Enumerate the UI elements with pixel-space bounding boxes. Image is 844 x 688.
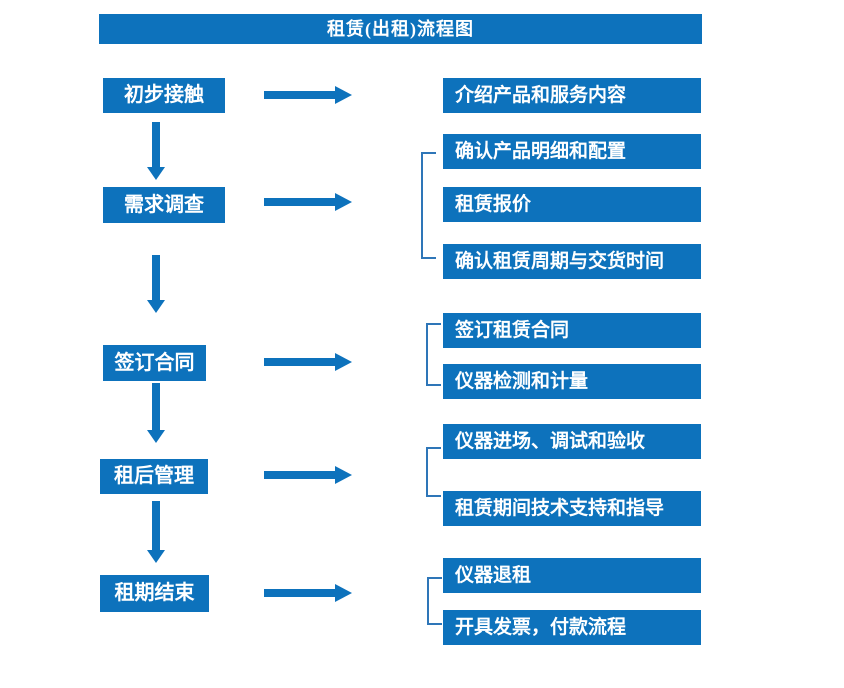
arrow-head-icon [147,550,165,563]
bracket-stage-3-details [426,323,441,386]
detail-box-introduce-products: 介绍产品和服务内容 [443,78,701,113]
detail-box-confirm-period-delivery: 确认租赁周期与交货时间 [443,244,701,279]
arrow-head-icon [147,167,165,180]
detail-box-instrument-setup-acceptance: 仪器进场、调试和验收 [443,424,701,459]
down-arrow-3 [147,383,165,443]
detail-box-sign-rental-contract: 签订租赁合同 [443,313,701,348]
detail-box-invoice-payment: 开具发票，付款流程 [443,610,701,645]
arrow-head-icon [335,353,352,371]
stage-box-rental-end: 租期结束 [100,575,209,612]
arrow-head-icon [335,193,352,211]
right-arrow-3 [264,353,352,371]
arrow-shaft [264,91,335,99]
detail-box-instrument-return: 仪器退租 [443,558,701,593]
arrow-shaft [152,255,160,300]
bracket-stage-4-details [426,447,441,497]
flowchart-title: 租赁(出租)流程图 [99,14,702,44]
arrow-shaft [152,383,160,430]
detail-box-instrument-testing: 仪器检测和计量 [443,364,701,399]
arrow-head-icon [335,466,352,484]
down-arrow-4 [147,501,165,563]
right-arrow-5 [264,584,352,602]
arrow-shaft [264,198,335,206]
detail-box-confirm-product-config: 确认产品明细和配置 [443,134,701,169]
right-arrow-2 [264,193,352,211]
stage-box-initial-contact: 初步接触 [103,78,225,113]
arrow-head-icon [147,430,165,443]
stage-box-demand-survey: 需求调查 [103,187,225,223]
arrow-shaft [264,358,335,366]
arrow-shaft [264,589,335,597]
right-arrow-1 [264,86,352,104]
arrow-head-icon [147,300,165,313]
detail-box-rental-quote: 租赁报价 [443,187,701,222]
arrow-head-icon [335,86,352,104]
arrow-shaft [152,122,160,167]
bracket-stage-2-details [421,152,436,259]
stage-box-post-rental-management: 租后管理 [100,459,208,494]
detail-box-tech-support: 租赁期间技术支持和指导 [443,491,701,526]
down-arrow-1 [147,122,165,180]
arrow-head-icon [335,584,352,602]
down-arrow-2 [147,255,165,313]
right-arrow-4 [264,466,352,484]
arrow-shaft [264,471,335,479]
stage-box-sign-contract: 签订合同 [103,345,206,381]
arrow-shaft [152,501,160,550]
bracket-stage-5-details [427,577,442,625]
